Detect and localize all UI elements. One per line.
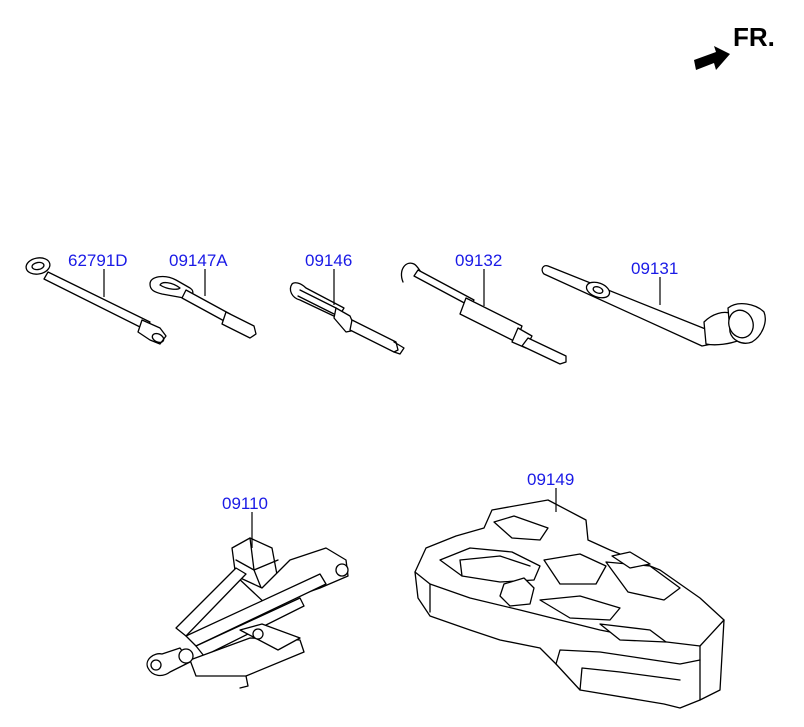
part-09147A-drawing (149, 275, 257, 339)
front-direction-arrow-icon (694, 46, 730, 70)
part-62791D-drawing (25, 257, 167, 345)
part-label-09147A[interactable]: 09147A (169, 251, 228, 270)
part-label-09149[interactable]: 09149 (527, 470, 574, 489)
part-label-62791D[interactable]: 62791D (68, 251, 128, 270)
part-09110-drawing (146, 537, 349, 689)
part-label-09131[interactable]: 09131 (631, 259, 678, 278)
front-label: FR. (733, 22, 775, 52)
front-direction-indicator: FR. (694, 22, 775, 70)
part-label-09132[interactable]: 09132 (455, 251, 502, 270)
part-label-09110[interactable]: 09110 (222, 494, 268, 513)
part-09131-drawing (541, 264, 766, 347)
part-09146-drawing (289, 282, 405, 355)
part-09132-drawing (400, 262, 567, 365)
part-09149-drawing (414, 499, 725, 709)
part-label-09146[interactable]: 09146 (305, 251, 352, 270)
